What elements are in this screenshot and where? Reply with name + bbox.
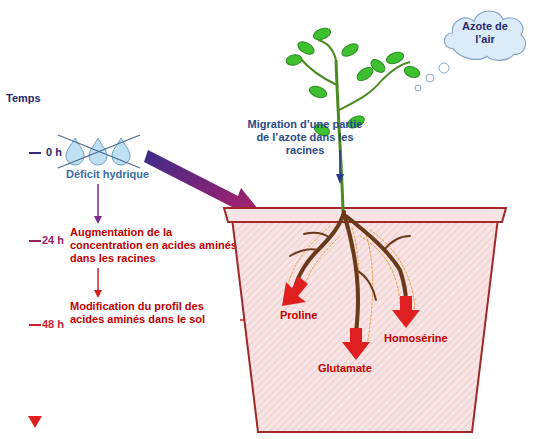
cross-lines xyxy=(58,135,140,168)
tick-label: 24 h xyxy=(42,234,82,247)
migration-arrowhead xyxy=(336,174,344,184)
process-text: Modification du profil des acides aminés… xyxy=(70,300,238,326)
tick-label: 0 h xyxy=(46,146,86,159)
node-text: Augmentation de la concentration en acid… xyxy=(70,226,238,265)
compound-label: Glutamate xyxy=(318,362,388,375)
pot-rim xyxy=(224,208,506,222)
compound-label: Proline xyxy=(280,309,340,322)
axis-arrowhead xyxy=(28,416,42,428)
drought-arrow xyxy=(144,150,262,217)
process-text: Augmentation de la concentration en acid… xyxy=(70,226,238,265)
axis-title: Temps xyxy=(6,92,66,105)
node-text: Modification du profil des acides aminés… xyxy=(70,300,238,326)
flow-arrow xyxy=(94,268,102,298)
node-text: Déficit hydrique xyxy=(66,168,176,181)
pot-body xyxy=(232,218,498,432)
time-axis xyxy=(34,110,37,418)
compound-label: Homosérine xyxy=(384,332,460,345)
condition-text: Déficit hydrique xyxy=(66,168,176,181)
migration-arrow xyxy=(339,150,341,176)
node-text: Azote de l’air xyxy=(454,20,516,46)
flow-arrow xyxy=(94,184,102,224)
axis-ticks xyxy=(29,153,41,325)
annotation: Migration d’une partie de l’azote dans l… xyxy=(240,118,370,157)
cloud-node: Azote de l’air xyxy=(440,4,530,62)
tick-label: 48 h xyxy=(42,318,82,331)
